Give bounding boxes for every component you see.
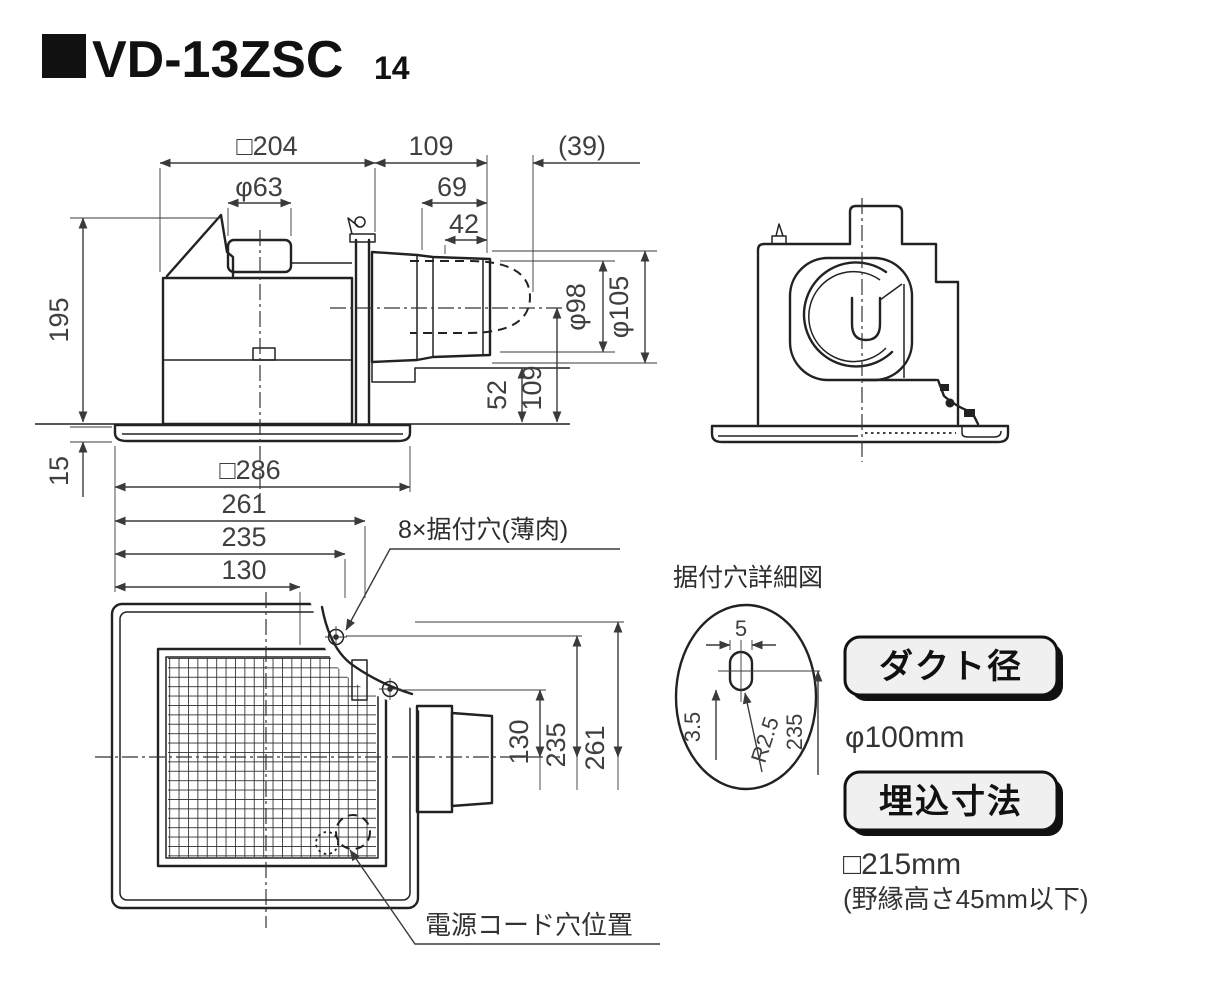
recess-value: □215mm <box>843 848 961 881</box>
body-notch <box>252 347 276 361</box>
dim-42: 42 <box>449 209 479 239</box>
mount-hole-detail: 据付穴詳細図 5 3.5 R2.5 235 <box>673 564 823 791</box>
flange-curl <box>961 426 1002 438</box>
dim-body-height: 195 <box>44 297 74 342</box>
section-tab <box>771 235 787 245</box>
recess-badge <box>843 770 1059 832</box>
detail-slot-width: 5 <box>735 616 747 641</box>
terminal-block <box>940 384 949 391</box>
duct-badge <box>843 635 1059 697</box>
bottom-view-dimensions: 130 235 261 <box>346 621 624 790</box>
fan-body <box>161 276 354 426</box>
spec-duct: ダクト径 φ100mm <box>843 635 1063 754</box>
title-block: VD-13ZSC 14 <box>42 31 410 89</box>
side-view-dimensions: □204 109 (39) φ63 69 42 195 15 φ98 φ105 … <box>44 131 657 645</box>
dim-v-261: 261 <box>580 725 610 770</box>
mount-hole-callout: 8×据付穴(薄肉) <box>345 516 620 631</box>
dim-109v: 109 <box>517 365 547 410</box>
dim-hub-dia: φ63 <box>235 172 283 202</box>
dim-width-top: □204 <box>236 131 297 161</box>
detail-offset: 3.5 <box>680 712 705 743</box>
cross-section-view <box>710 198 1010 462</box>
bottom-view <box>95 592 560 928</box>
dim-v-235: 235 <box>541 722 571 767</box>
panel-inner <box>119 611 411 901</box>
spec-recess: 埋込寸法 □215mm (野縁高さ45mm以下) <box>843 770 1089 914</box>
power-cord-label: 電源コード穴位置 <box>425 910 633 940</box>
dim-h-261: 261 <box>221 489 266 519</box>
dim-flange-height: 15 <box>44 456 74 486</box>
section-flange <box>710 424 1010 444</box>
recess-badge-label: 埋込寸法 <box>879 783 1023 821</box>
flange-panel <box>113 423 412 443</box>
motor-cup <box>850 296 882 342</box>
cutout-edge <box>320 605 414 696</box>
scroll-arc-outer <box>802 261 894 368</box>
detail-pitch: 235 <box>782 714 807 751</box>
dim-duct-outer-dia: φ105 <box>604 276 634 339</box>
duct-value: φ100mm <box>845 721 965 754</box>
duct-adapter <box>370 250 492 364</box>
dim-v-130: 130 <box>504 719 534 764</box>
section-marker <box>42 34 86 78</box>
dim-duct-offset: 109 <box>408 131 453 161</box>
dim-52: 52 <box>482 380 512 410</box>
side-view <box>35 213 570 500</box>
terminal-screw <box>945 398 955 408</box>
power-cord-hole-alt <box>315 831 339 855</box>
dim-69: 69 <box>437 172 467 202</box>
scroll-housing <box>788 256 914 382</box>
duct-badge-label: ダクト径 <box>879 648 1023 686</box>
duct-pipe-dashed <box>410 260 532 334</box>
adapter-foot <box>371 362 570 383</box>
dim-duct-inner-dia: φ98 <box>561 283 591 331</box>
motor-brace <box>879 283 903 301</box>
detail-title: 据付穴詳細図 <box>673 564 823 592</box>
dim-h-130: 130 <box>221 555 266 585</box>
power-cord-callout: 電源コード穴位置 <box>349 849 660 945</box>
section-hook <box>775 223 784 237</box>
power-cord-hole <box>335 814 371 850</box>
dim-h-235: 235 <box>221 522 266 552</box>
bracket-cap <box>349 233 376 243</box>
section-body-outline <box>756 204 960 426</box>
recess-note: (野縁高さ45mm以下) <box>843 884 1089 914</box>
detail-circle <box>674 603 818 791</box>
model-suffix: 14 <box>374 50 410 86</box>
dim-duct-ref: (39) <box>558 131 606 161</box>
mount-screw-2 <box>379 678 401 700</box>
scroll-arc-inner <box>808 270 887 363</box>
dim-flange-width: □286 <box>219 455 280 485</box>
duct-stub-pipe <box>450 711 494 808</box>
cutout-step <box>351 659 368 701</box>
mount-screw-1 <box>325 626 347 648</box>
bracket-bolt <box>354 216 366 228</box>
terminal-nut <box>964 409 975 417</box>
model-title: VD-13ZSC <box>92 31 343 89</box>
mount-hole-label: 8×据付穴(薄肉) <box>398 516 568 544</box>
